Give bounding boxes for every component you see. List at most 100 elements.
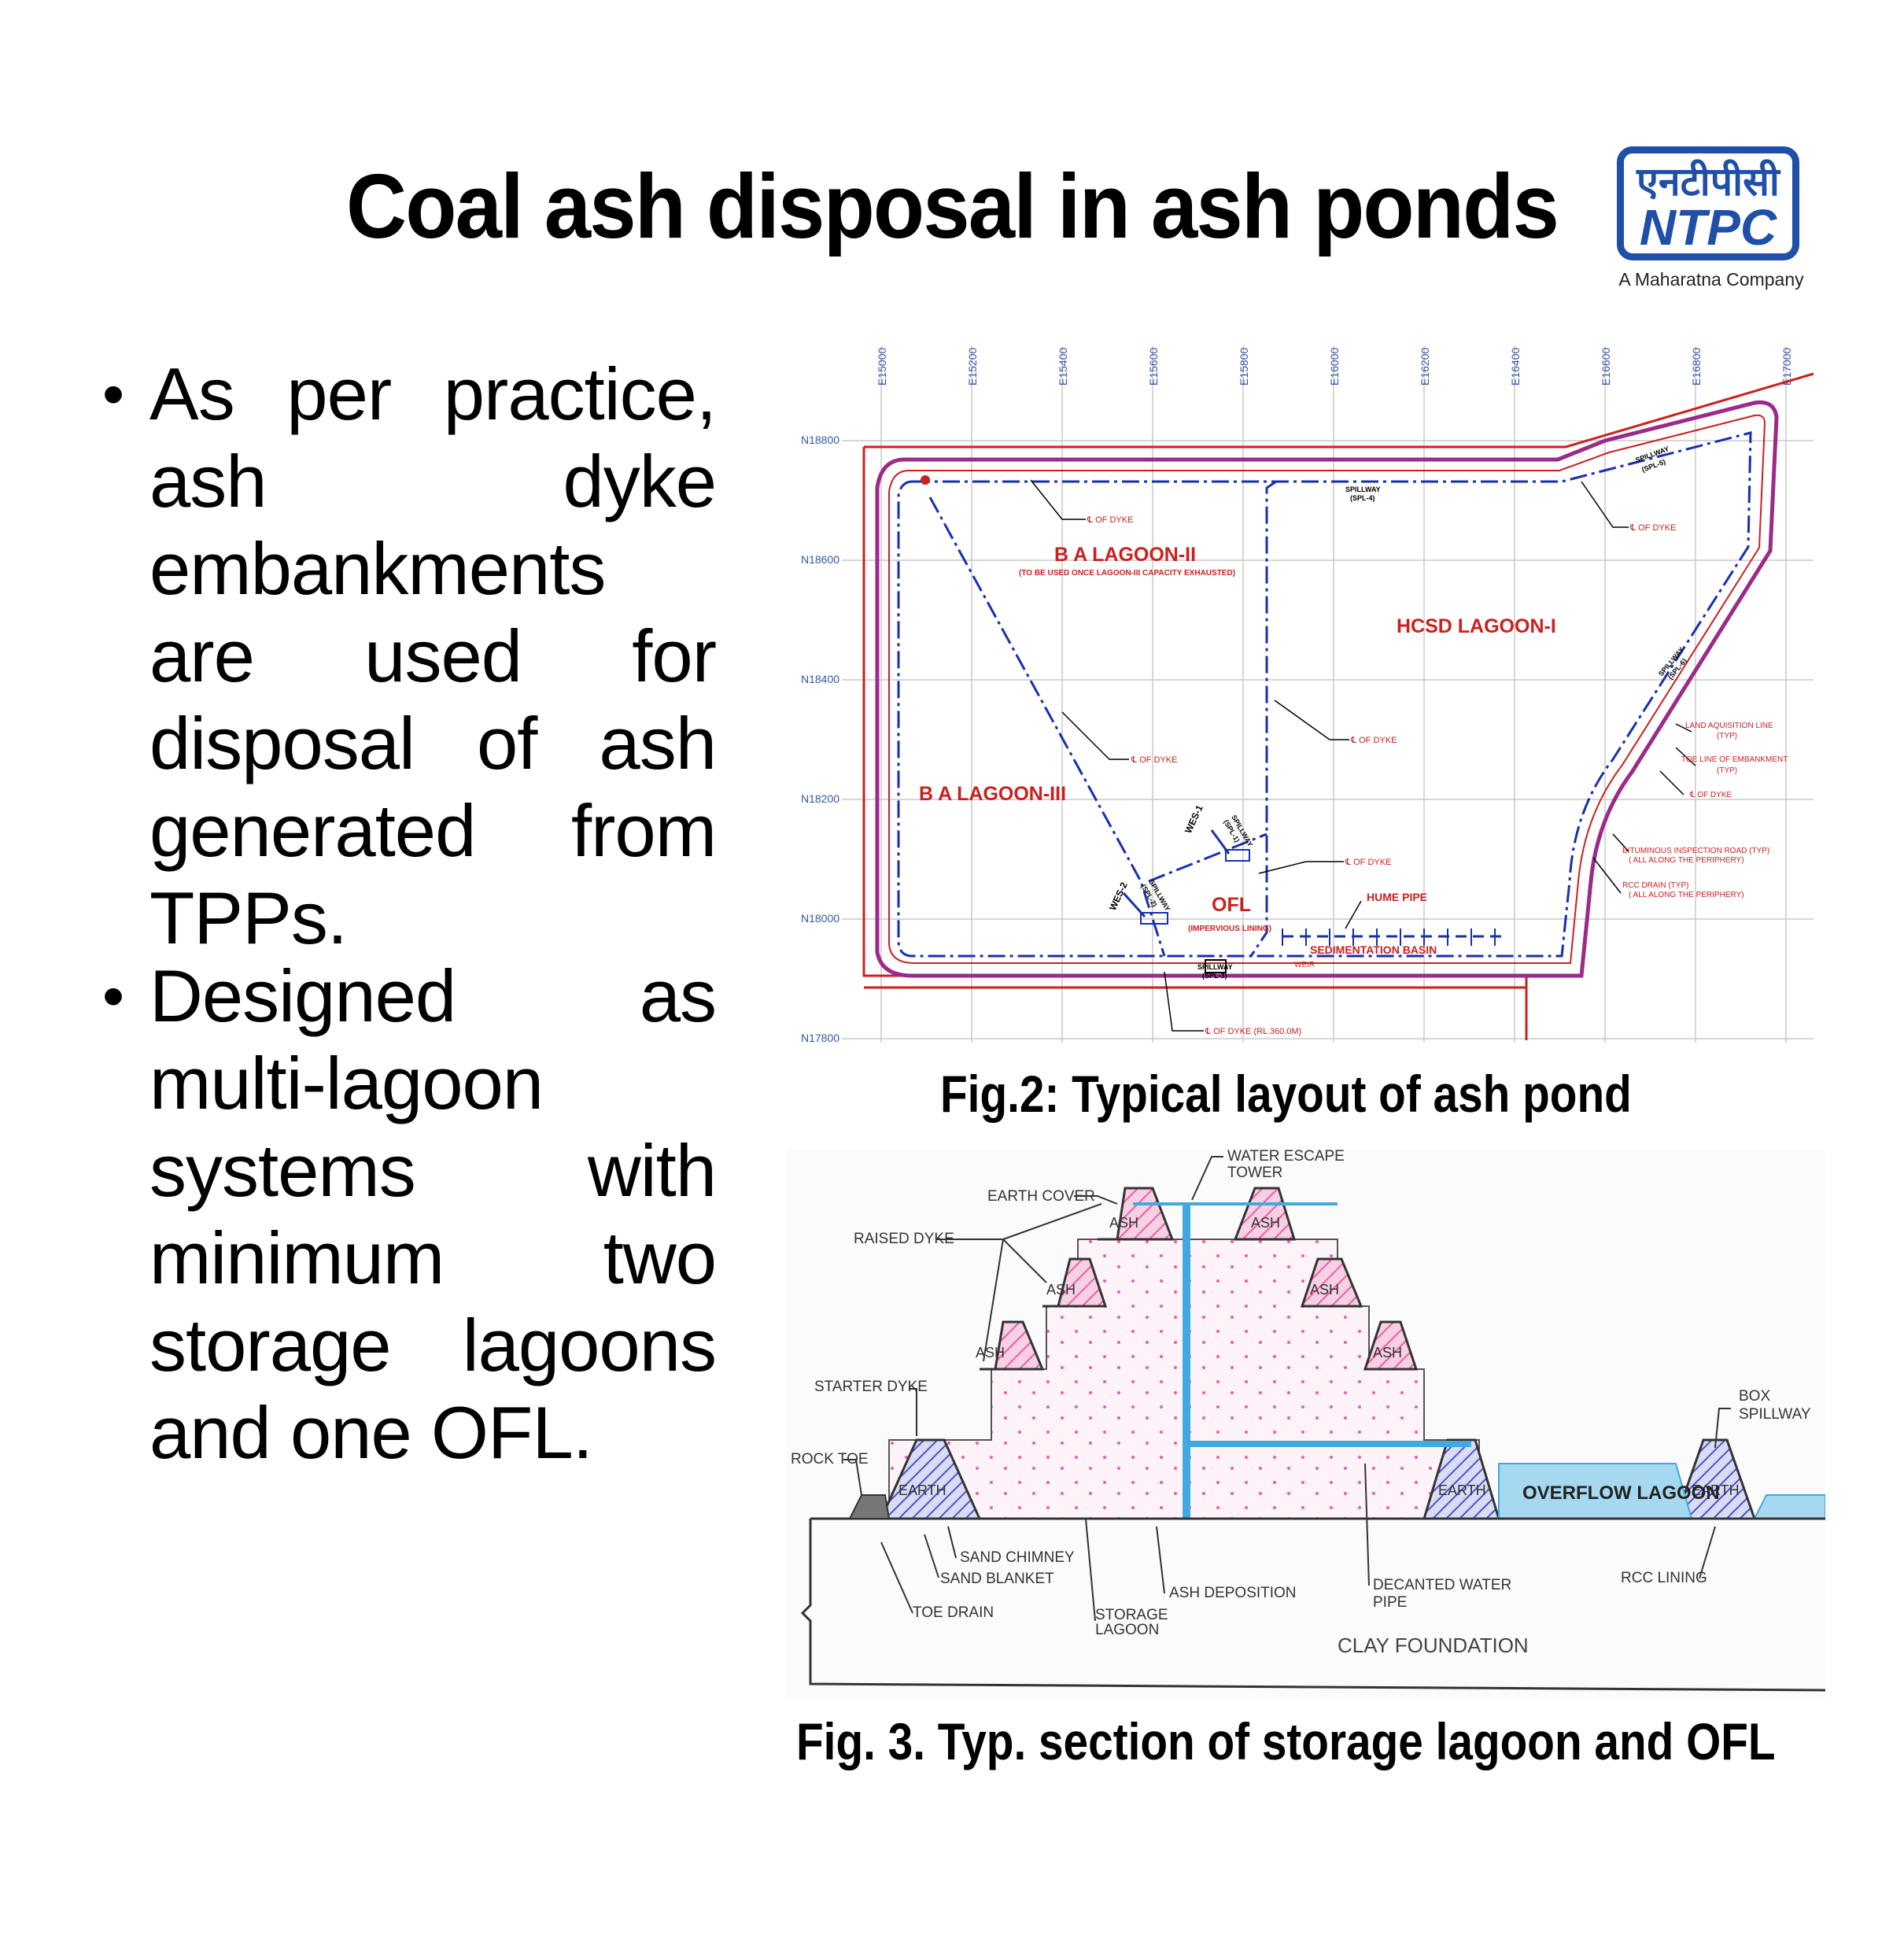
ash-label: ASH — [1109, 1215, 1138, 1231]
water-escape-label: WATER ESCAPE — [1227, 1149, 1345, 1165]
easting-label: E16200 — [1419, 348, 1431, 386]
decanted-water-label: DECANTED WATER — [1373, 1577, 1511, 1593]
outlet-water — [1753, 1494, 1825, 1519]
easting-label: E17000 — [1780, 348, 1793, 386]
lagoon-label-ba2: B A LAGOON-II — [1054, 544, 1196, 566]
easting-label: E15600 — [1147, 348, 1160, 386]
road-note: ( ALL ALONG THE PERIPHERY) — [1629, 856, 1744, 865]
bullet-text: As per practice, ash dyke embankments ar… — [149, 353, 717, 959]
northing-label: N18000 — [801, 912, 839, 925]
northing-label: N17800 — [801, 1032, 839, 1044]
northing-label: N18800 — [801, 434, 839, 446]
earth-label: EARTH — [898, 1482, 946, 1498]
figure-2-caption: Fig.2: Typical layout of ash pond — [940, 1065, 1632, 1123]
wes-label: WES-1 — [1183, 803, 1205, 836]
centerline-label: ℄ OF DYKE — [1131, 755, 1177, 765]
starter-dyke-label: STARTER DYKE — [814, 1379, 928, 1395]
embankment-inner-line — [888, 414, 1766, 964]
centerline-label: ℄ OF DYKE — [1087, 515, 1133, 525]
box-spillway-label: BOX — [1739, 1388, 1770, 1405]
typ-label: (TYP) — [1717, 732, 1737, 740]
spillway-label: SPILLWAY — [1345, 485, 1381, 493]
wes-structure — [1225, 849, 1250, 862]
logo-ntpc-text: NTPC — [1639, 199, 1777, 256]
rock-toe-label: ROCK TOE — [791, 1451, 869, 1468]
marker-point — [921, 475, 930, 485]
drain-note: ( ALL ALONG THE PERIPHERY) — [1629, 891, 1744, 899]
easting-label: E16800 — [1690, 348, 1703, 386]
logo-hindi-text: एनटीपीसी — [1636, 159, 1780, 205]
toe-drain-label: TOE DRAIN — [913, 1604, 994, 1621]
rcc-lining-label: RCC LINING — [1621, 1570, 1707, 1586]
easting-label: E16400 — [1509, 348, 1522, 386]
water-escape-label-2: TOWER — [1227, 1165, 1282, 1181]
wes-pipe — [1122, 892, 1146, 918]
easting-label: E15200 — [966, 348, 979, 386]
ash-deposition-label: ASH DEPOSITION — [1169, 1585, 1297, 1601]
ash-label: ASH — [1251, 1215, 1280, 1231]
centerline-rl-label: ℄ OF DYKE (RL 360.0M) — [1205, 1027, 1301, 1036]
land-acquisition-label: LAND AQUISITION LINE — [1685, 722, 1773, 730]
storage-lagoon-section-drawing: ASH ASH ASH ASH ASH ASH EARTH EARTH EART… — [787, 1149, 1825, 1700]
water-escape-tower — [1183, 1204, 1190, 1519]
spillway-label: SPILLWAY — [1197, 963, 1233, 971]
foundation-outline — [800, 1519, 1825, 1692]
earth-label: EARTH — [1438, 1482, 1486, 1498]
northing-label: N18400 — [801, 673, 839, 685]
easting-label: E15000 — [876, 348, 888, 386]
lagoon-note-ba2: (TO BE USED ONCE LAGOON-III CAPACITY EXH… — [1019, 569, 1235, 578]
ash-label: ASH — [1046, 1282, 1076, 1298]
storage-lagoon-label: STORAGE — [1095, 1607, 1168, 1623]
easting-label: E15800 — [1238, 348, 1250, 386]
dyke-centerlines — [897, 431, 1752, 958]
lagoon-label-hcsd: HCSD LAGOON-I — [1397, 615, 1556, 637]
bullet-text: Designed as multi-lagoon systems with mi… — [149, 954, 717, 1474]
sand-chimney-label: SAND CHIMNEY — [960, 1549, 1075, 1566]
centerline-label: ℄ OF DYKE — [1689, 791, 1732, 799]
centerline-label: ℄ OF DYKE — [1350, 736, 1397, 745]
road-label: BITUMINOUS INSPECTION ROAD (TYP) — [1622, 847, 1769, 855]
toe-line-label: TOE LINE OF EMBANKMENT — [1681, 755, 1788, 764]
coordinate-grid — [842, 346, 1814, 1043]
northing-label: N18600 — [801, 553, 839, 566]
earth-label: EARTH — [1692, 1482, 1740, 1498]
raised-dyke-label: RAISED DYKE — [854, 1231, 954, 1247]
overflow-lagoon-label: OVERFLOW LAGOON — [1522, 1482, 1720, 1504]
easting-label: E16600 — [1600, 348, 1612, 386]
bullet-dot: • — [102, 359, 125, 429]
easting-label: E15400 — [1057, 348, 1069, 386]
clay-foundation-label: CLAY FOUNDATION — [1338, 1634, 1529, 1657]
sand-blanket-label: SAND BLANKET — [940, 1571, 1054, 1587]
section-leader-lines — [843, 1156, 1731, 1622]
ash-label: ASH — [1310, 1282, 1339, 1298]
logo-tagline: A Maharatna Company — [1618, 269, 1804, 290]
lagoon-label-ofl: OFL — [1212, 894, 1251, 916]
earth-cover-label: EARTH COVER — [987, 1188, 1095, 1205]
easting-label: E16000 — [1328, 348, 1341, 386]
figure-3-caption: Fig. 3. Typ. section of storage lagoon a… — [796, 1712, 1776, 1770]
typ-label: (TYP) — [1717, 766, 1737, 775]
weir-label: WEIR — [1294, 961, 1315, 969]
ntpc-logo: एनटीपीसी NTPC — [1617, 146, 1799, 260]
wes-structure — [1140, 912, 1168, 925]
rock-toe — [848, 1494, 891, 1519]
wes-pipe — [1210, 829, 1231, 855]
slide-title: Coal ash disposal in ash ponds — [346, 155, 1559, 257]
centerline-label: ℄ OF DYKE — [1629, 523, 1676, 533]
box-spillway-label-2: SPILLWAY — [1739, 1406, 1811, 1423]
spillway-box — [1205, 959, 1227, 973]
hume-pipe-label: HUME PIPE — [1367, 891, 1427, 903]
northing-label: N18200 — [801, 792, 839, 805]
embankment-outline — [875, 400, 1779, 978]
ash-label: ASH — [976, 1345, 1005, 1360]
raised-dykes — [980, 1187, 1419, 1371]
hume-pipe-ticks — [1282, 929, 1496, 946]
bullet-dot: • — [102, 961, 125, 1031]
sedimentation-basin-label: SEDIMENTATION BASIN — [1310, 943, 1437, 956]
leader-lines — [1030, 479, 1696, 1032]
lagoon-note-ofl: (IMPERVIOUS LINING) — [1188, 925, 1271, 933]
ash-pond-layout-drawing: E15000 E15200 E15400 E15600 E15800 E1600… — [801, 346, 1814, 1044]
spillway-id: (SPL-4) — [1350, 494, 1375, 502]
drain-label: RCC DRAIN (TYP) — [1622, 881, 1688, 890]
lagoon-label-ba3: B A LAGOON-III — [919, 783, 1066, 805]
